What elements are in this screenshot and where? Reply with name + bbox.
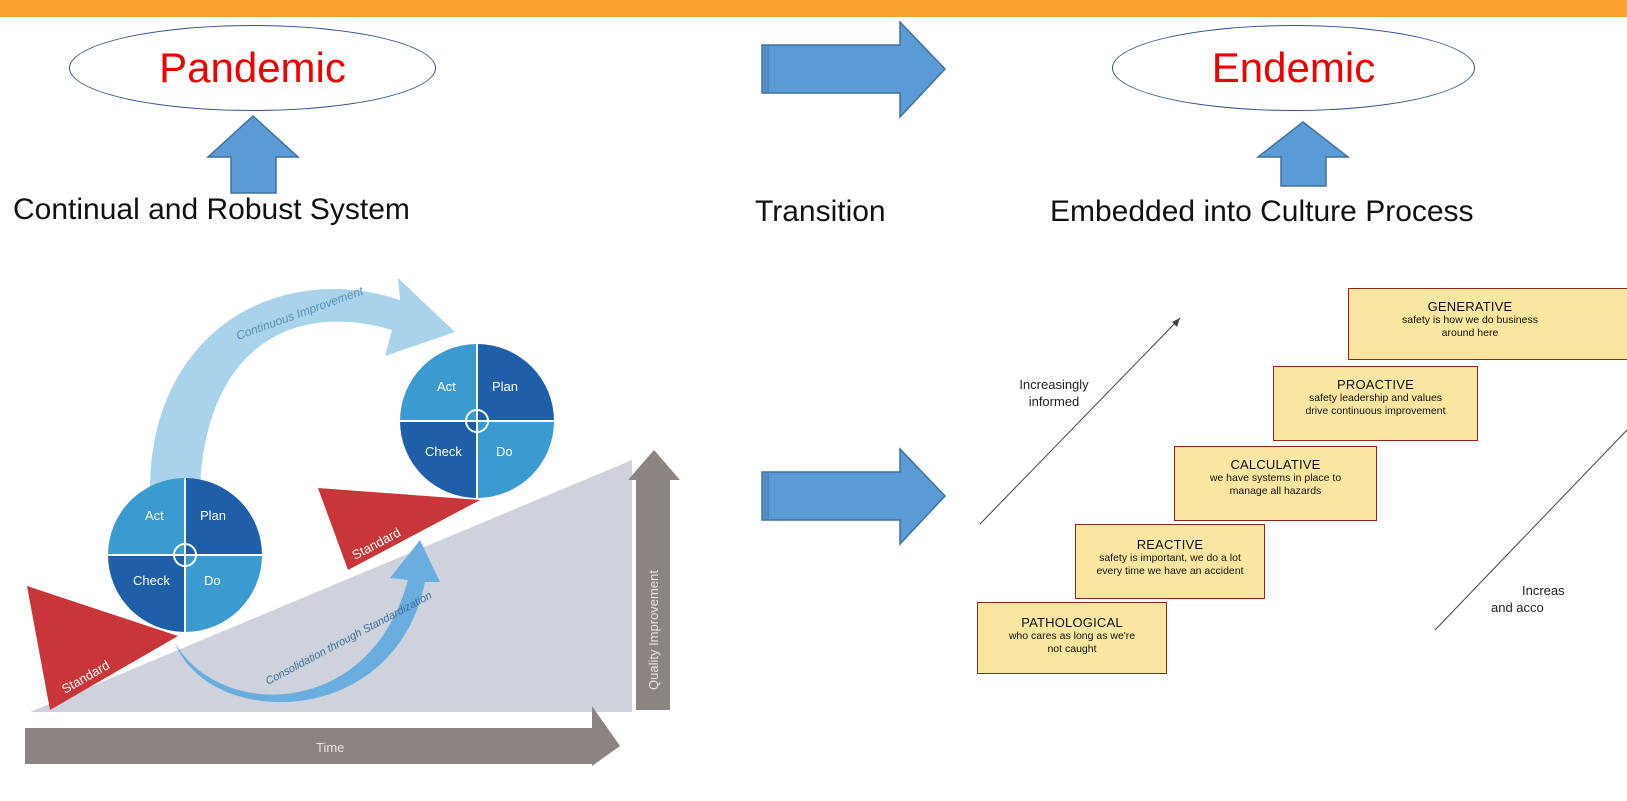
time-axis-label: Time bbox=[316, 740, 344, 755]
up-arrow-left bbox=[206, 114, 300, 194]
header-bar bbox=[0, 0, 1627, 17]
level-proactive: PROACTIVE safety leadership and values d… bbox=[1273, 366, 1478, 441]
caption-continual: Continual and Robust System bbox=[13, 193, 410, 226]
increasingly-informed-label: Increasingly informed bbox=[1019, 377, 1089, 409]
standard-wedge-left bbox=[27, 586, 178, 710]
wheel1-check: Check bbox=[133, 573, 170, 588]
level-generative-title: GENERATIVE bbox=[1427, 299, 1513, 314]
wheel1-plan: Plan bbox=[200, 508, 226, 523]
endemic-label: Endemic bbox=[1211, 44, 1376, 91]
level-reactive-title: REACTIVE bbox=[1136, 537, 1204, 552]
continuous-improvement-arrow bbox=[150, 278, 455, 490]
wheel2-do: Do bbox=[496, 444, 513, 459]
level-proactive-desc2: drive continuous improvement bbox=[1305, 405, 1446, 417]
wheel1-act: Act bbox=[145, 508, 164, 523]
level-reactive-desc1: safety is important, we do a lot bbox=[1099, 552, 1241, 564]
level-reactive-desc2: every time we have an accident bbox=[1096, 565, 1244, 577]
up-arrow-right bbox=[1255, 121, 1351, 187]
consolidation-arrow bbox=[175, 540, 440, 703]
right-side-label-line1: Increas bbox=[1522, 583, 1565, 598]
pdca-diagram: Time Quality Improvement Continuous Impr… bbox=[25, 278, 680, 766]
standard-wedge-right bbox=[318, 488, 480, 570]
wheel2-check: Check bbox=[425, 444, 462, 459]
transition-arrow-middle bbox=[761, 447, 947, 546]
pandemic-label: Pandemic bbox=[159, 44, 346, 91]
level-generative: GENERATIVE safety is how we do business … bbox=[1348, 288, 1627, 360]
quality-ramp bbox=[30, 460, 632, 712]
caption-transition: Transition bbox=[755, 195, 886, 228]
pandemic-oval: Pandemic bbox=[69, 25, 436, 111]
time-axis-arrow bbox=[25, 706, 620, 766]
quality-axis-arrow bbox=[628, 450, 680, 710]
endemic-oval: Endemic bbox=[1112, 25, 1475, 111]
level-calculative-desc2: manage all hazards bbox=[1229, 485, 1322, 497]
level-pathological-desc1: who cares as long as we're bbox=[1008, 630, 1136, 642]
pdca-wheel-2: Act Plan Check Do bbox=[400, 344, 554, 498]
level-proactive-title: PROACTIVE bbox=[1337, 377, 1414, 392]
level-calculative-desc1: we have systems in place to bbox=[1209, 472, 1342, 484]
quality-axis-label: Quality Improvement bbox=[646, 570, 661, 690]
level-reactive: REACTIVE safety is important, we do a lo… bbox=[1075, 524, 1265, 599]
right-side-label-line2: and acco bbox=[1491, 600, 1544, 615]
level-pathological-desc2: not caught bbox=[1047, 643, 1097, 655]
wheel1-do: Do bbox=[204, 573, 221, 588]
level-calculative-title: CALCULATIVE bbox=[1230, 457, 1321, 472]
level-generative-desc2: around here bbox=[1441, 327, 1499, 339]
wheel2-act: Act bbox=[437, 379, 456, 394]
level-proactive-desc1: safety leadership and values bbox=[1308, 392, 1443, 404]
level-pathological: PATHOLOGICAL who cares as long as we're … bbox=[977, 602, 1167, 674]
transition-arrow-top bbox=[761, 20, 947, 119]
level-calculative: CALCULATIVE we have systems in place to … bbox=[1174, 446, 1377, 521]
level-generative-desc1: safety is how we do business bbox=[1402, 314, 1538, 326]
level-pathological-title: PATHOLOGICAL bbox=[1021, 615, 1123, 630]
wheel2-plan: Plan bbox=[492, 379, 518, 394]
caption-embedded: Embedded into Culture Process bbox=[1050, 195, 1474, 228]
pdca-wheel-1: Act Plan Check Do bbox=[108, 478, 262, 632]
